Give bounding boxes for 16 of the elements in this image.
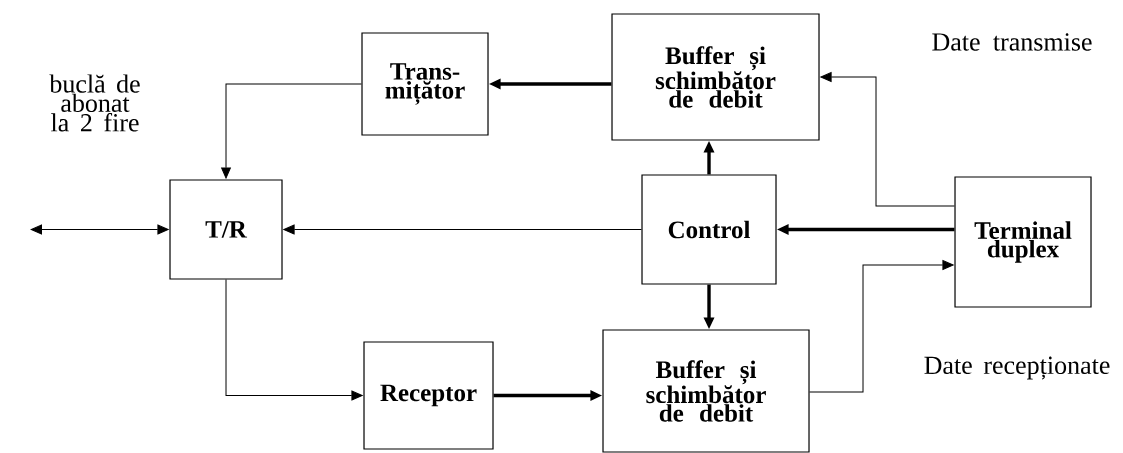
- annotation-label: buclă de abonat la 2 fire: [49, 74, 140, 132]
- process-box: Buffer și schimbător de debit: [602, 329, 810, 453]
- annotation-label: Date transmise: [932, 33, 1092, 51]
- annotation-label: Date recepționate: [924, 356, 1110, 380]
- arrow: [809, 260, 954, 393]
- process-box: Receptor: [363, 341, 494, 450]
- process-box: Terminal duplex: [954, 176, 1092, 308]
- arrow: [221, 83, 362, 179]
- process-box: Buffer și schimbător de debit: [611, 13, 820, 141]
- process-box: Control: [641, 174, 777, 285]
- arrow: [283, 224, 642, 235]
- arrow: [30, 224, 169, 235]
- arrow: [820, 72, 955, 207]
- arrow: [225, 279, 363, 401]
- process-box: T/R: [169, 179, 283, 280]
- process-box: Trans- mițător: [361, 32, 489, 136]
